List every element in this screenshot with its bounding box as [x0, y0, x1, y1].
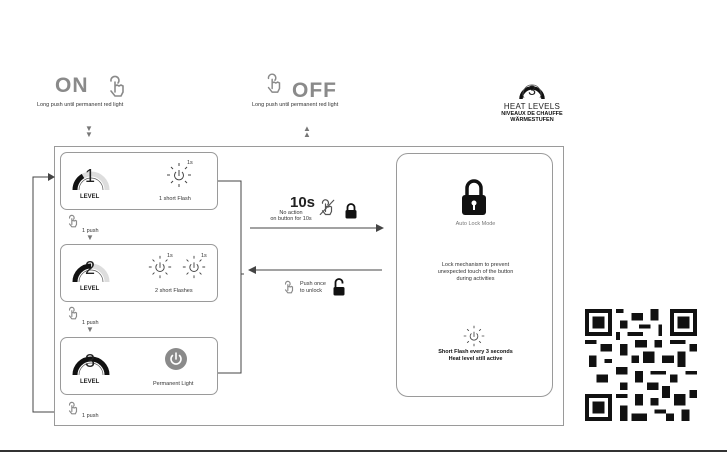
- level-label: LEVEL: [80, 194, 100, 200]
- flash-tag: 1s: [187, 160, 193, 166]
- auto-lock-desc-3: during activities: [456, 276, 495, 282]
- on-section: ON Long push until permanent red light: [30, 72, 160, 112]
- no-action-line1: No action: [279, 210, 303, 216]
- auto-lock-title: Auto Lock Mode: [455, 221, 496, 227]
- off-caption: Long push until permanent red light: [252, 102, 339, 108]
- auto-lock-flash-1: Short Flash every 3 seconds: [438, 349, 513, 355]
- flash-icon: [463, 325, 485, 347]
- flash-icon: [182, 255, 206, 279]
- gauge-icon: [72, 263, 110, 283]
- off-section: OFF Long push until permanent red light: [248, 72, 378, 112]
- push-step-2: 1 push ▼: [66, 306, 126, 336]
- bottom-rule: [0, 450, 727, 452]
- level-number: 1: [85, 166, 96, 186]
- up-arrows-off: ▲▲: [303, 124, 311, 139]
- auto-lock-desc-1: Lock mechanism to prevent: [441, 262, 510, 268]
- down-triangle: ▼: [86, 233, 94, 242]
- push-label: 1 push: [82, 320, 99, 326]
- lock-flow: 10s No action on button for 10s Push onc…: [248, 190, 388, 300]
- flash-icon: [167, 163, 191, 187]
- heat-title: HEAT LEVELS: [503, 102, 561, 111]
- gauge-icon: [72, 356, 110, 376]
- padlock-open-icon: [333, 278, 345, 296]
- hand-press-icon: [68, 214, 78, 228]
- auto-lock-desc-2: unexpected touch of the button: [437, 269, 514, 275]
- flash-tag: 1s: [201, 253, 207, 259]
- arrow-left: [248, 266, 382, 274]
- level-desc: 1 short Flash: [159, 196, 191, 202]
- level-label: LEVEL: [80, 379, 100, 385]
- main-frame: [54, 146, 564, 426]
- level-card-1: 1 LEVEL 1s 1 short Flash: [60, 152, 218, 210]
- hand-press-icon: [110, 75, 124, 97]
- gauge-icon: [519, 84, 545, 100]
- flash-icon: [148, 255, 172, 279]
- auto-lock-panel: Auto Lock Mode Lock mechanism to prevent…: [396, 153, 553, 397]
- level-card-2: 2 LEVEL 1s 1s 2 short Flashes: [60, 244, 218, 302]
- level-number: 3: [85, 351, 96, 371]
- padlock-closed-icon: [462, 179, 486, 215]
- level-number: 2: [85, 258, 96, 278]
- padlock-closed-icon: [345, 203, 357, 219]
- level-bracket: [218, 180, 244, 374]
- level-label: LEVEL: [80, 286, 100, 292]
- unlock-line1: Push once: [300, 281, 326, 287]
- hand-press-icon: [68, 401, 78, 415]
- heat-levels-section: 3 HEAT LEVELS NIVEAUX DE CHAUFFE WÄRMEST…: [496, 75, 576, 130]
- heat-number: 3: [528, 82, 536, 98]
- no-action-line2: on button for 10s: [270, 216, 312, 222]
- push-label: 1 push: [82, 413, 99, 419]
- level-card-3: 3 LEVEL Permanent Light: [60, 337, 218, 395]
- hand-press-icon: [267, 73, 281, 93]
- auto-lock-flash-2: Heat level still active: [448, 356, 503, 362]
- heat-sub-fr: NIVEAUX DE CHAUFFE: [501, 111, 563, 117]
- arrow-right: [250, 224, 384, 232]
- heat-sub-de: WÄRMESTUFEN: [510, 117, 554, 123]
- hand-press-icon: [319, 199, 335, 216]
- hand-press-icon: [284, 280, 294, 294]
- loop-arrow: [32, 173, 55, 413]
- level-desc: Permanent Light: [153, 381, 194, 387]
- on-caption: Long push until permanent red light: [37, 102, 124, 108]
- push-step-3: 1 push: [66, 401, 126, 423]
- level-desc: 2 short Flashes: [155, 288, 193, 294]
- on-word: ON: [55, 74, 89, 97]
- power-icon: [165, 348, 187, 370]
- off-word: OFF: [292, 79, 337, 102]
- push-step-1: 1 push ▼: [66, 214, 126, 244]
- gauge-icon: [72, 171, 110, 191]
- down-triangle: ▼: [86, 325, 94, 334]
- lock-time: 10s: [290, 194, 316, 211]
- push-label: 1 push: [82, 228, 99, 234]
- flash-tag: 1s: [167, 253, 173, 259]
- unlock-line2: to unlock: [300, 288, 323, 294]
- qr-code-icon: [585, 309, 697, 421]
- down-arrows-on: ▼▼: [85, 124, 93, 139]
- hand-press-icon: [68, 306, 78, 320]
